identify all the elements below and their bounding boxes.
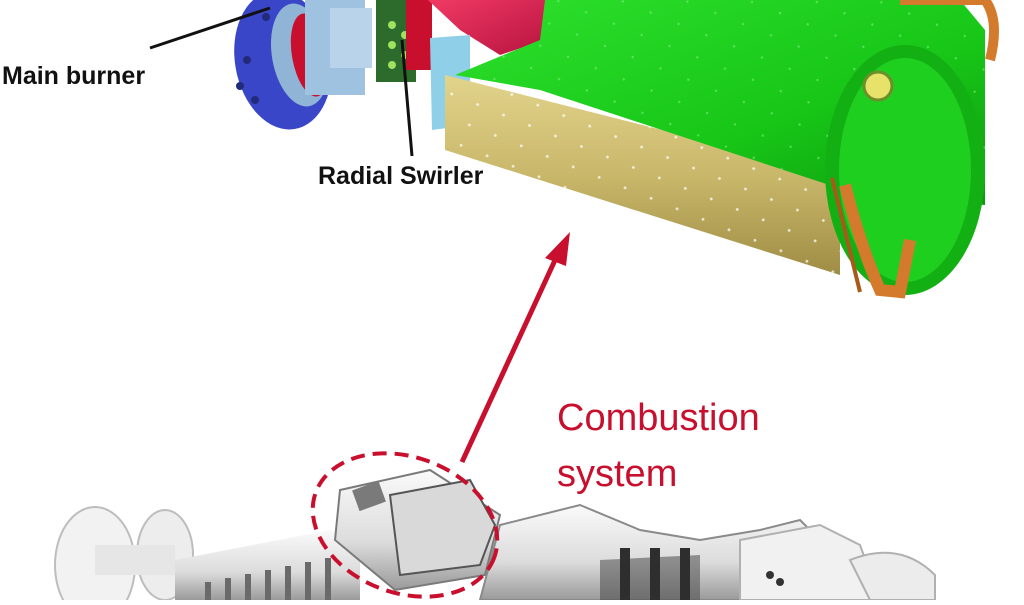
main-burner-flange: [224, 0, 372, 137]
combustion-system-label: Combustion system: [557, 390, 760, 502]
liner-port-hole: [864, 72, 892, 100]
combustion-label-line2: system: [557, 446, 760, 502]
combustion-label-line1: Combustion: [557, 390, 760, 446]
radial-swirler-label: Radial Swirler: [318, 162, 483, 191]
combustor-exploded-view: [224, 0, 994, 295]
red-up-arrow: [462, 232, 570, 462]
main-burner-label: Main burner: [2, 62, 145, 91]
